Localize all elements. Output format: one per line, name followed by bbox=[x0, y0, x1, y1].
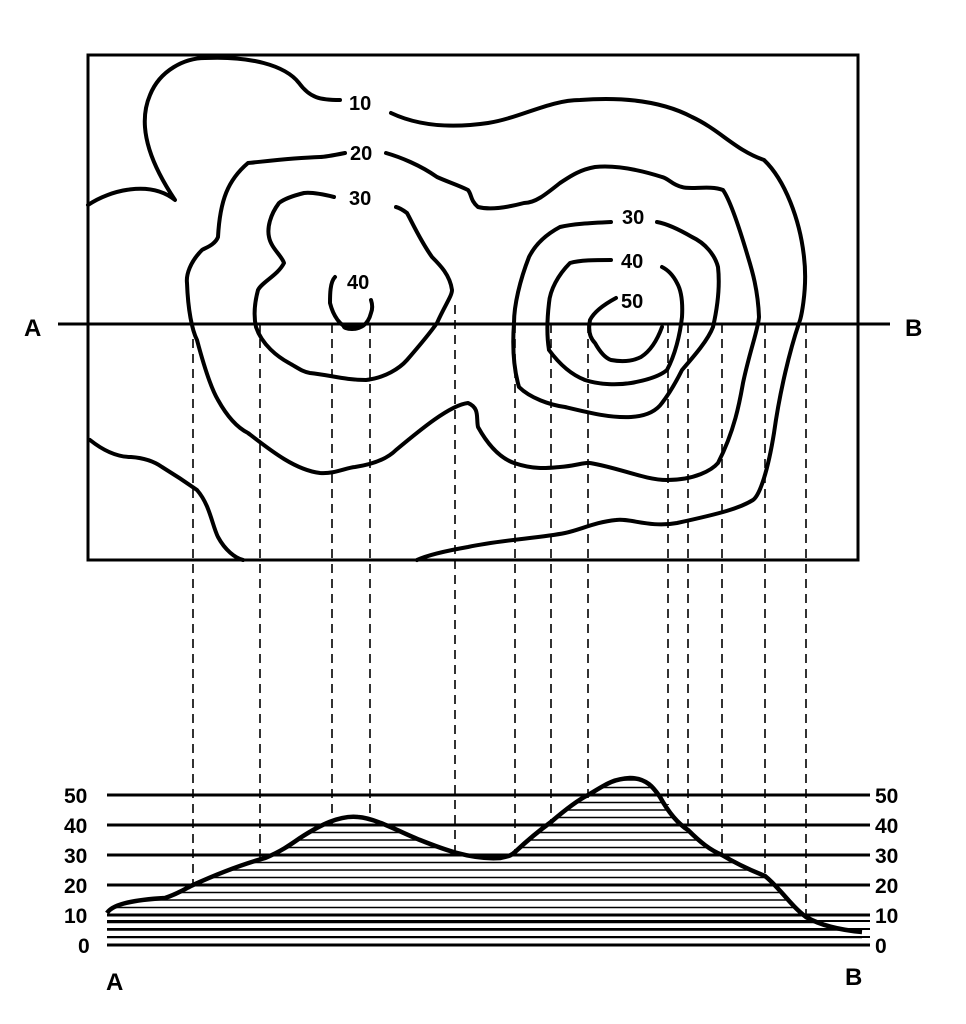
map-frame bbox=[86, 53, 860, 562]
contour-label-50-east: 50 bbox=[621, 291, 643, 313]
profile-level-label-left-10: 10 bbox=[64, 905, 87, 928]
profile-label-b: B bbox=[845, 964, 862, 991]
profile-level-label-right-30: 30 bbox=[875, 845, 898, 868]
contour-label-40-west: 40 bbox=[347, 272, 369, 294]
contour-10-main bbox=[389, 97, 808, 562]
section-label-a: A bbox=[24, 315, 41, 342]
contour-lines bbox=[86, 55, 808, 562]
contour-labels: 10 20 30 40 30 40 50 bbox=[347, 93, 644, 313]
projection-lines bbox=[192, 305, 807, 915]
contour-label-10: 10 bbox=[349, 93, 371, 115]
contour-50-east-hill bbox=[587, 296, 664, 363]
profile-level-label-left-40: 40 bbox=[64, 815, 87, 838]
profile-level-label-right-40: 40 bbox=[875, 815, 898, 838]
contour-20 bbox=[184, 151, 761, 482]
profile-level-label-right-0: 0 bbox=[875, 935, 887, 958]
profile-level-label-right-50: 50 bbox=[875, 785, 898, 808]
contour-40-east-hill bbox=[545, 258, 685, 387]
profile-level-label-left-0: 0 bbox=[78, 935, 90, 958]
contour-label-30-west: 30 bbox=[349, 188, 371, 210]
contour-label-20: 20 bbox=[350, 143, 372, 165]
contour-30-east-hill bbox=[511, 220, 721, 420]
profile-level-label-right-10: 10 bbox=[875, 905, 898, 928]
contour-30-west-hill bbox=[252, 190, 454, 382]
contour-label-40-east: 40 bbox=[621, 251, 643, 273]
profile-level-label-left-30: 30 bbox=[64, 845, 87, 868]
elevation-profile-curve bbox=[105, 775, 863, 935]
profile-level-lines: 50 50 40 40 30 30 20 20 10 10 0 0 bbox=[64, 785, 898, 958]
contour-10-bottom-left bbox=[88, 438, 245, 562]
profile-label-a: A bbox=[106, 969, 123, 996]
section-label-b: B bbox=[905, 315, 922, 342]
profile-level-label-left-50: 50 bbox=[64, 785, 87, 808]
profile-level-label-right-20: 20 bbox=[875, 875, 898, 898]
contour-10-left-lobe bbox=[86, 55, 342, 207]
contour-label-30-east: 30 bbox=[622, 207, 644, 229]
profile-level-label-left-20: 20 bbox=[64, 875, 87, 898]
